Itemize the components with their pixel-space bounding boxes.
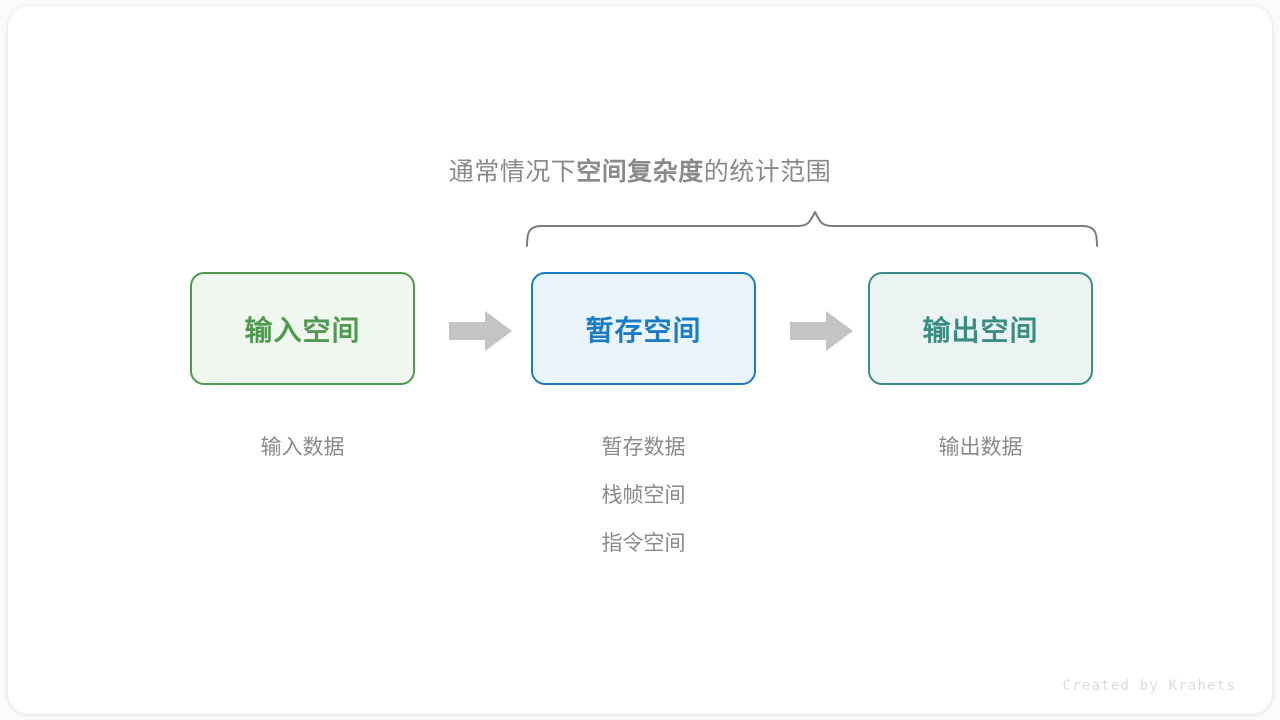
headline-suffix: 的统计范围 <box>703 158 832 186</box>
headline: 通常情况下空间复杂度的统计范围 <box>8 152 1272 188</box>
curly-brace-icon <box>526 211 1098 247</box>
caption-line: 输入数据 <box>260 436 345 459</box>
caption-line: 指令空间 <box>601 532 686 555</box>
caption-column-output: 输出数据 <box>868 424 1093 472</box>
right-arrow-icon <box>790 311 853 351</box>
caption-line: 暂存数据 <box>601 436 686 459</box>
box-temp-space[interactable]: 暂存空间 <box>531 272 756 385</box>
caption-columns: 输入数据 暂存数据 栈帧空间 指令空间 输出数据 <box>190 424 1098 574</box>
right-arrow-icon <box>449 311 512 351</box>
flow-row: 输入空间 暂存空间 输出空间 <box>190 264 1098 396</box>
watermark: Created by Krahets <box>1062 678 1236 694</box>
headline-prefix: 通常情况下 <box>448 158 577 186</box>
headline-emphasis: 空间复杂度 <box>576 158 704 186</box>
box-temp-space-label: 暂存空间 <box>585 314 702 346</box>
caption-column-temp: 暂存数据 栈帧空间 指令空间 <box>531 424 756 568</box>
caption-line: 栈帧空间 <box>601 484 686 507</box>
box-input-space[interactable]: 输入空间 <box>190 272 415 385</box>
caption-line: 输出数据 <box>938 436 1023 459</box>
diagram-card: 通常情况下空间复杂度的统计范围 输入空间 暂存空间 输出空间 <box>8 6 1272 714</box>
box-input-space-label: 输入空间 <box>244 314 361 346</box>
box-output-space-label: 输出空间 <box>922 314 1039 346</box>
box-output-space[interactable]: 输出空间 <box>868 272 1093 385</box>
caption-column-input: 输入数据 <box>190 424 415 472</box>
